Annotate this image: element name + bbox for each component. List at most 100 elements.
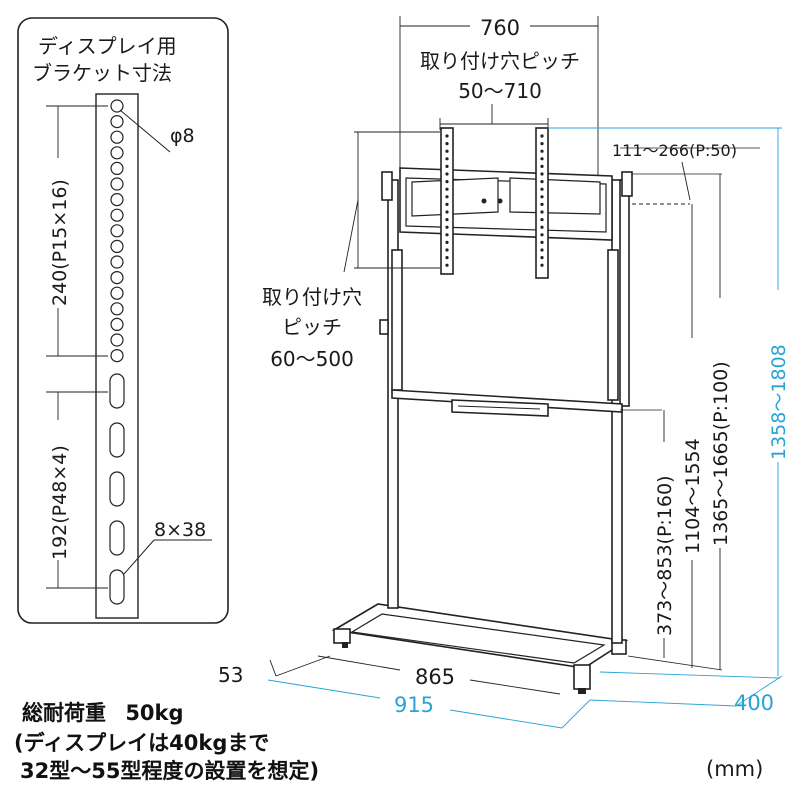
slot-hole — [109, 373, 125, 409]
arm-hole — [540, 263, 544, 267]
bottom-dimensions: 53 865 915 400 — [218, 655, 783, 729]
panel-title-line1: ディスプレイ用 — [38, 34, 177, 58]
notes: 総耐荷重 50kg (ディスプレイは40kgまで 32型〜55型程度の設置を想定… — [14, 701, 763, 783]
vertical-pitch-dimension: 取り付け穴 ピッチ 60〜500 — [262, 132, 440, 371]
depth-line-right — [735, 675, 783, 707]
total-width-label: 915 — [394, 693, 434, 717]
total-height-label: 1358〜1808 — [768, 344, 790, 460]
shelf-bracket-detail — [457, 405, 541, 410]
display-limit-note: (ディスプレイは40kgまで — [14, 731, 269, 755]
round-hole — [110, 208, 124, 222]
depth-label: 400 — [734, 691, 774, 715]
right-post-cap — [621, 171, 633, 197]
slot-hole — [109, 569, 125, 605]
left-post-cap — [381, 171, 393, 201]
slot-hole — [109, 471, 125, 507]
foot-width-label: 53 — [218, 663, 243, 687]
round-hole — [110, 333, 124, 347]
slot-hole — [109, 422, 125, 458]
depth-line — [589, 699, 737, 707]
arm-hole — [540, 142, 544, 146]
round-hole — [110, 271, 124, 285]
slot-hole-column — [109, 373, 125, 605]
left-slide-sleeve — [391, 249, 403, 391]
arm-hole — [445, 248, 449, 252]
slot-span-label: 192(P48×4) — [49, 445, 71, 560]
arm-hole — [540, 225, 544, 229]
round-hole-column — [110, 99, 124, 363]
slot-size-leader — [123, 539, 155, 575]
vertical-pitch-leader — [343, 199, 359, 273]
top-dimensions: 760 取り付け穴ピッチ 50〜710 — [354, 16, 599, 176]
hole-diameter-label: φ8 — [170, 125, 195, 147]
arm-hole — [445, 210, 449, 214]
round-hole — [110, 224, 124, 238]
front-left-foot — [333, 628, 351, 644]
unit-label: (mm) — [706, 757, 763, 781]
vertical-pitch-subtitle: ピッチ — [282, 315, 342, 339]
base-frame-inner — [350, 613, 606, 664]
arm-hole — [445, 263, 449, 267]
arm-hole — [445, 256, 449, 260]
arm-hole — [445, 187, 449, 191]
load-label: 総耐荷重 — [22, 701, 106, 725]
inner-width-line-right — [469, 679, 561, 695]
left-height-knob — [379, 319, 389, 335]
arm-hole — [445, 172, 449, 176]
mount-plate-right-opening — [509, 177, 601, 215]
size-range-note: 32型〜55型程度の設置を想定) — [20, 759, 319, 783]
left-bracket-arm — [440, 127, 454, 275]
arm-hole — [540, 210, 544, 214]
arm-hole — [540, 248, 544, 252]
arm-hole — [540, 187, 544, 191]
bracket-offset-leader — [681, 161, 691, 201]
round-hole — [110, 177, 124, 191]
arm-hole — [540, 233, 544, 237]
arm-hole — [540, 202, 544, 206]
front-right-caster — [578, 688, 586, 694]
arm-hole — [445, 164, 449, 168]
shelf-crossbar — [391, 389, 623, 413]
load-value: 50kg — [125, 701, 183, 725]
arm-hole — [540, 240, 544, 244]
horizontal-pitch-range: 50〜710 — [458, 79, 542, 103]
total-width-line-right — [449, 709, 563, 729]
hole-diameter-leader — [119, 109, 171, 153]
arm-hole — [445, 233, 449, 237]
mount-plate-bolt-right — [497, 198, 503, 204]
round-hole — [110, 161, 124, 175]
round-hole — [110, 146, 124, 160]
round-hole — [110, 99, 124, 113]
arm-hole — [445, 225, 449, 229]
round-hole-span-label: 240(P15×16) — [49, 179, 71, 306]
arm-hole — [540, 256, 544, 260]
round-hole — [110, 302, 124, 316]
vertical-pitch-range: 60〜500 — [270, 347, 354, 371]
arm-hole — [445, 180, 449, 184]
floor-ref-rear — [627, 655, 723, 671]
inner-width-label: 865 — [415, 665, 455, 689]
arm-hole — [445, 195, 449, 199]
bracket-offset-label: 111〜266(P:50) — [612, 141, 737, 160]
total-width-line-left — [267, 679, 381, 699]
round-hole — [110, 114, 124, 129]
floor-ref-accent — [599, 671, 781, 679]
round-hole — [110, 286, 124, 300]
arm-hole — [445, 142, 449, 146]
round-hole — [110, 193, 124, 207]
arm-hole — [540, 134, 544, 138]
round-hole — [110, 317, 124, 331]
bracket-arm-holes — [445, 134, 544, 267]
panel-title-line2: ブラケット寸法 — [32, 61, 172, 85]
vertical-pitch-title: 取り付け穴 — [262, 285, 362, 309]
shelf-height-label: 373〜853(P:160) — [654, 476, 676, 636]
front-left-caster — [342, 642, 348, 648]
arm-hole — [445, 149, 449, 153]
mount-plate-left-opening — [411, 177, 499, 217]
arm-hole — [445, 157, 449, 161]
round-hole — [110, 349, 124, 363]
round-hole — [110, 239, 124, 253]
arm-hole — [445, 240, 449, 244]
